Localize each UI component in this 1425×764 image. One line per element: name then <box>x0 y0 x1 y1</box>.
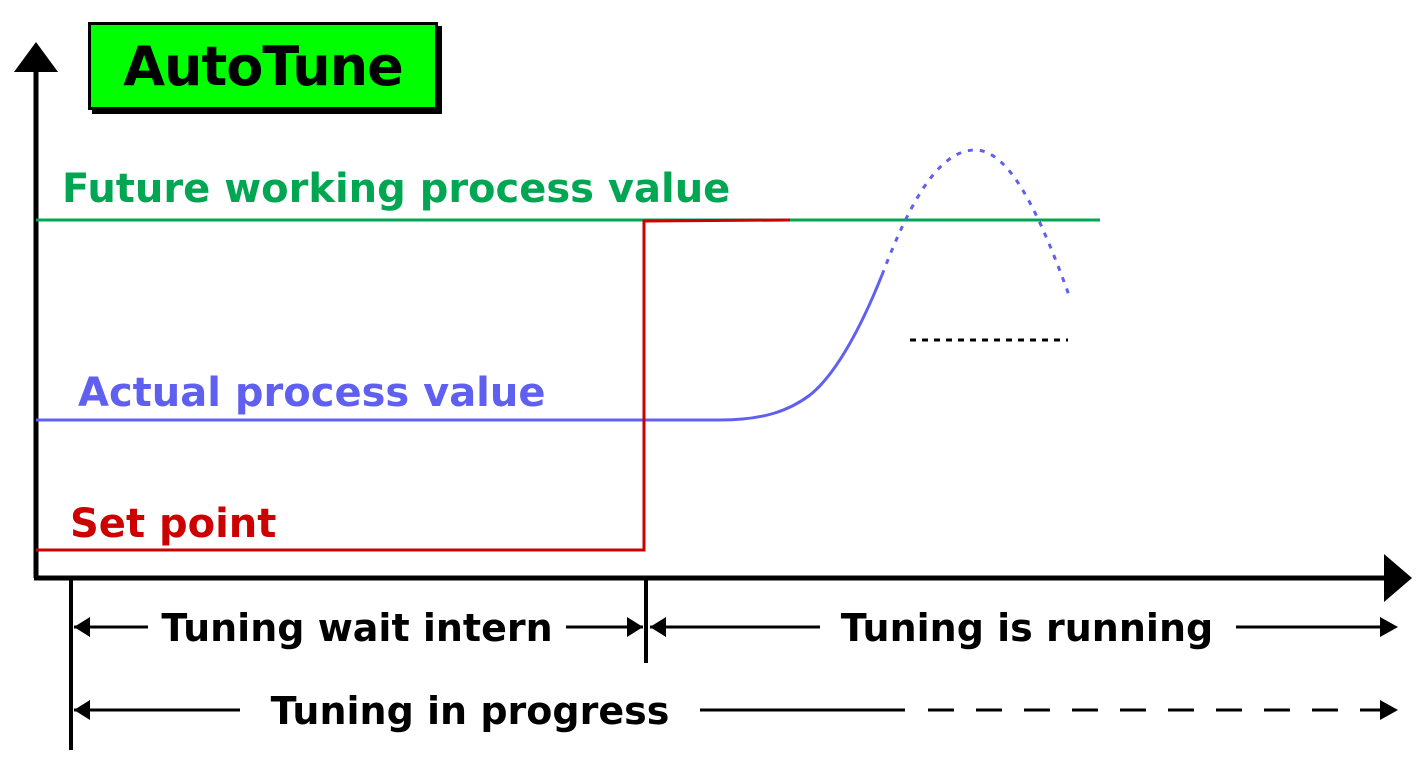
future-process-value-label: Future working process value <box>62 166 730 212</box>
title-box: AutoTune <box>88 22 438 110</box>
tuning-is-running-label: Tuning is running <box>841 606 1213 650</box>
actual-process-value-curve <box>36 274 884 422</box>
tuning-in-progress-label: Tuning in progress <box>271 689 670 733</box>
tuning-wait-intern-label: Tuning wait intern <box>161 606 552 650</box>
progress-right-arrowhead <box>1380 700 1398 720</box>
wait-intern-right-arrowhead <box>627 617 643 637</box>
actual-process-value-label: Actual process value <box>78 370 546 416</box>
set-point-label: Set point <box>70 501 276 547</box>
x-axis-arrowhead <box>1384 554 1412 602</box>
wait-intern-left-arrowhead <box>74 617 90 637</box>
actual-process-value-projection <box>880 148 1072 299</box>
progress-left-arrowhead <box>74 700 90 720</box>
diagram-title: AutoTune <box>123 34 404 98</box>
y-axis-arrowhead <box>14 42 58 72</box>
running-right-arrowhead <box>1380 617 1398 637</box>
running-left-arrowhead <box>650 617 666 637</box>
set-point-line <box>36 218 791 552</box>
